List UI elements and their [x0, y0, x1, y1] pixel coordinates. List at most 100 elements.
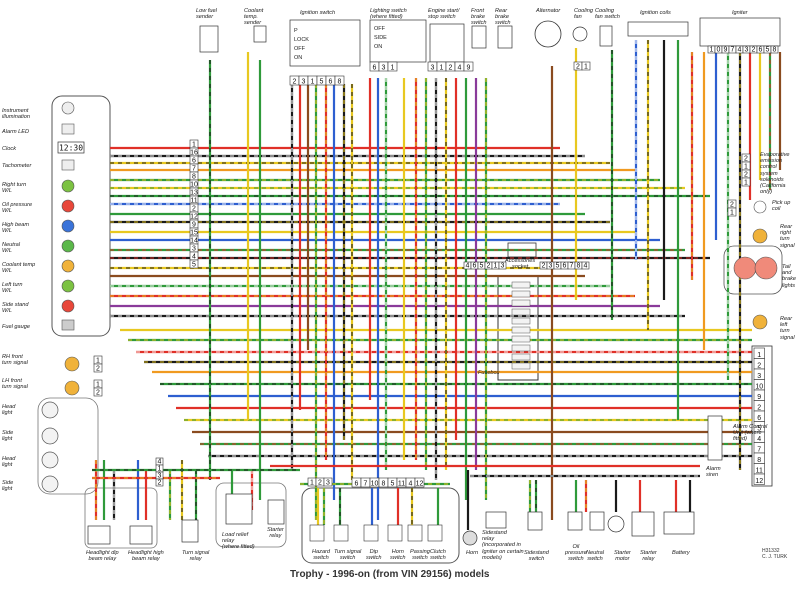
warning-lamp-icon — [61, 179, 75, 193]
ignition-connector-pin-label: 6 — [329, 79, 333, 86]
oil-pressure-switch-label: Oil pressure switch — [565, 544, 587, 563]
alarm-connector-pin-label: 11 — [756, 468, 763, 475]
handlebar-switch-icon — [387, 524, 403, 542]
igniter-connector-pin-label: 9 — [724, 47, 728, 54]
battery-label: Battery — [672, 550, 690, 556]
ignition-connector-pin-label: 1 — [311, 79, 315, 86]
evap-connector-pin — [741, 177, 751, 187]
fuse-icon — [511, 299, 531, 307]
tachometer-label: Tachometer — [2, 163, 32, 169]
horn-icon — [462, 530, 478, 546]
left-connector-pin-label: 3 — [158, 473, 162, 480]
tail-light-bulb-icon — [733, 256, 757, 280]
instrument-connector-pin-label: 15 — [190, 230, 198, 237]
pick-up-coil-label: Pick up coil — [772, 200, 791, 213]
acc-left-connector-pin — [498, 261, 507, 270]
cooling-fan-icon — [572, 26, 588, 42]
instrument-illumination-label: Instrument illumination — [2, 108, 30, 121]
fan-connector-pin — [581, 61, 591, 71]
lighting-connector-pin — [387, 61, 398, 72]
sidestand-switch-icon — [527, 511, 543, 531]
fan-connector-pin-label: 1 — [584, 64, 588, 71]
lighting-connector-pin-label: 3 — [382, 65, 386, 72]
alarm-led-label: Alarm LED — [2, 129, 30, 135]
headlight-bulb-icon — [41, 427, 59, 445]
passing-switch-label: Passing switch — [410, 549, 430, 562]
turn-signal-relay-icon — [181, 519, 199, 543]
handlebar-connector-b-pin-label: 8 — [382, 481, 386, 488]
start-connector-pin-label: 2 — [449, 65, 453, 72]
headlight-high-relay-label: Headlight high beam relay — [128, 550, 164, 563]
starter-relay-icon — [631, 511, 655, 537]
side-light-label-2: Side light — [2, 480, 14, 493]
instrument-panel — [51, 95, 111, 337]
warning-lamp-icon — [61, 259, 75, 273]
lh-turn-connector-pin-label: 1 — [96, 382, 100, 389]
left-connector-pin-label: 2 — [158, 480, 162, 487]
alarm-connector-pin-label: 1 — [757, 352, 761, 359]
acc-left-connector-pin-label: 2 — [487, 263, 491, 270]
ignition-switch-body — [289, 19, 361, 67]
alarm-connector-pin-label: 2 — [757, 405, 761, 412]
starter-relay-small-icon — [267, 499, 285, 525]
sidestand-relay-icon — [485, 511, 507, 529]
relay-icon — [87, 525, 111, 545]
alarm-connector-pin-label: 9 — [757, 394, 761, 401]
alarm-connector-pin-label: 12 — [755, 478, 763, 485]
coolant-temp-wl-label: Coolant temp W/L — [2, 262, 36, 275]
ignition-connector-pin-label: 5 — [320, 79, 324, 86]
handlebar-switch-icon — [363, 524, 379, 542]
acc-right-connector-pin-label: 3 — [549, 263, 553, 270]
coolant-sender-icon — [253, 25, 267, 43]
evap-solenoid-label: Evaporative emission control system sole… — [760, 152, 790, 196]
left-connector-pin — [155, 478, 164, 487]
handlebar-connector-a-pin-label: 1 — [310, 480, 314, 487]
tail-brake-label: Tail and brake lights — [782, 264, 796, 289]
acc-left-connector-pin-label: 5 — [480, 263, 484, 270]
cooling-fan-switch-label: Cooling fan switch — [595, 8, 620, 21]
alarm-connector-pin-label: 10 — [755, 384, 763, 391]
lighting-switch-body — [369, 19, 427, 63]
warning-lamp-icon — [61, 219, 75, 233]
igniter-body — [699, 17, 781, 47]
handlebar-connector-b-pin-label: 7 — [364, 481, 368, 488]
low-fuel-sender-label: Low fuel sender — [196, 8, 217, 21]
igniter-connector-pin-label: 4 — [738, 47, 742, 54]
ignition-position-label: LOCK — [294, 37, 309, 43]
alarm-connector-pin — [753, 473, 765, 485]
fuse-icon — [511, 335, 531, 343]
fan-connector-pin-label: 2 — [576, 64, 580, 71]
evap-connector-pin-label: 2 — [744, 156, 748, 163]
handlebar-connector-b-pin-label: 10 — [371, 481, 379, 488]
alarm-connector-pin-label: 5 — [757, 426, 761, 433]
fuse-icon — [511, 317, 531, 325]
fuse-icon — [511, 326, 531, 334]
fuse-icon — [511, 290, 531, 298]
start-connector-pin-label: 3 — [431, 65, 435, 72]
rh-turn-connector-pin — [93, 363, 103, 373]
instrument-connector-pin-label: 6 — [192, 158, 196, 165]
head-light-label-1: Head light — [2, 404, 16, 417]
left-connector-pin-label: 1 — [158, 466, 162, 473]
ignition-connector-pin-label: 2 — [293, 79, 297, 86]
instrument-connector-pin-label: 14 — [190, 238, 198, 245]
low-fuel-sender-icon — [199, 25, 219, 53]
start-connector-pin — [463, 61, 474, 72]
ignition-position-label: P — [294, 28, 298, 34]
clock-display — [57, 141, 85, 154]
warning-lamp-icon — [61, 299, 75, 313]
acc-right-connector-pin-label: 6 — [563, 263, 567, 270]
rear-brake-switch-icon — [497, 25, 513, 49]
rear-right-turn-label: Rear right turn signal — [780, 224, 795, 249]
horn-label: Horn — [466, 550, 479, 556]
acc-right-connector-pin-label: 8 — [577, 263, 581, 270]
ignition-connector-pin — [334, 75, 345, 86]
starter-motor-label: Starter motor — [614, 550, 631, 563]
dip-switch-label: Dip switch — [366, 549, 382, 562]
left-turn-wl-label: Left turn W/L — [2, 282, 23, 295]
load-relief-relay-label: Load relief relay (where fitted) — [222, 532, 255, 551]
start-connector-pin-label: 1 — [440, 65, 444, 72]
neutral-switch-icon — [589, 511, 605, 531]
